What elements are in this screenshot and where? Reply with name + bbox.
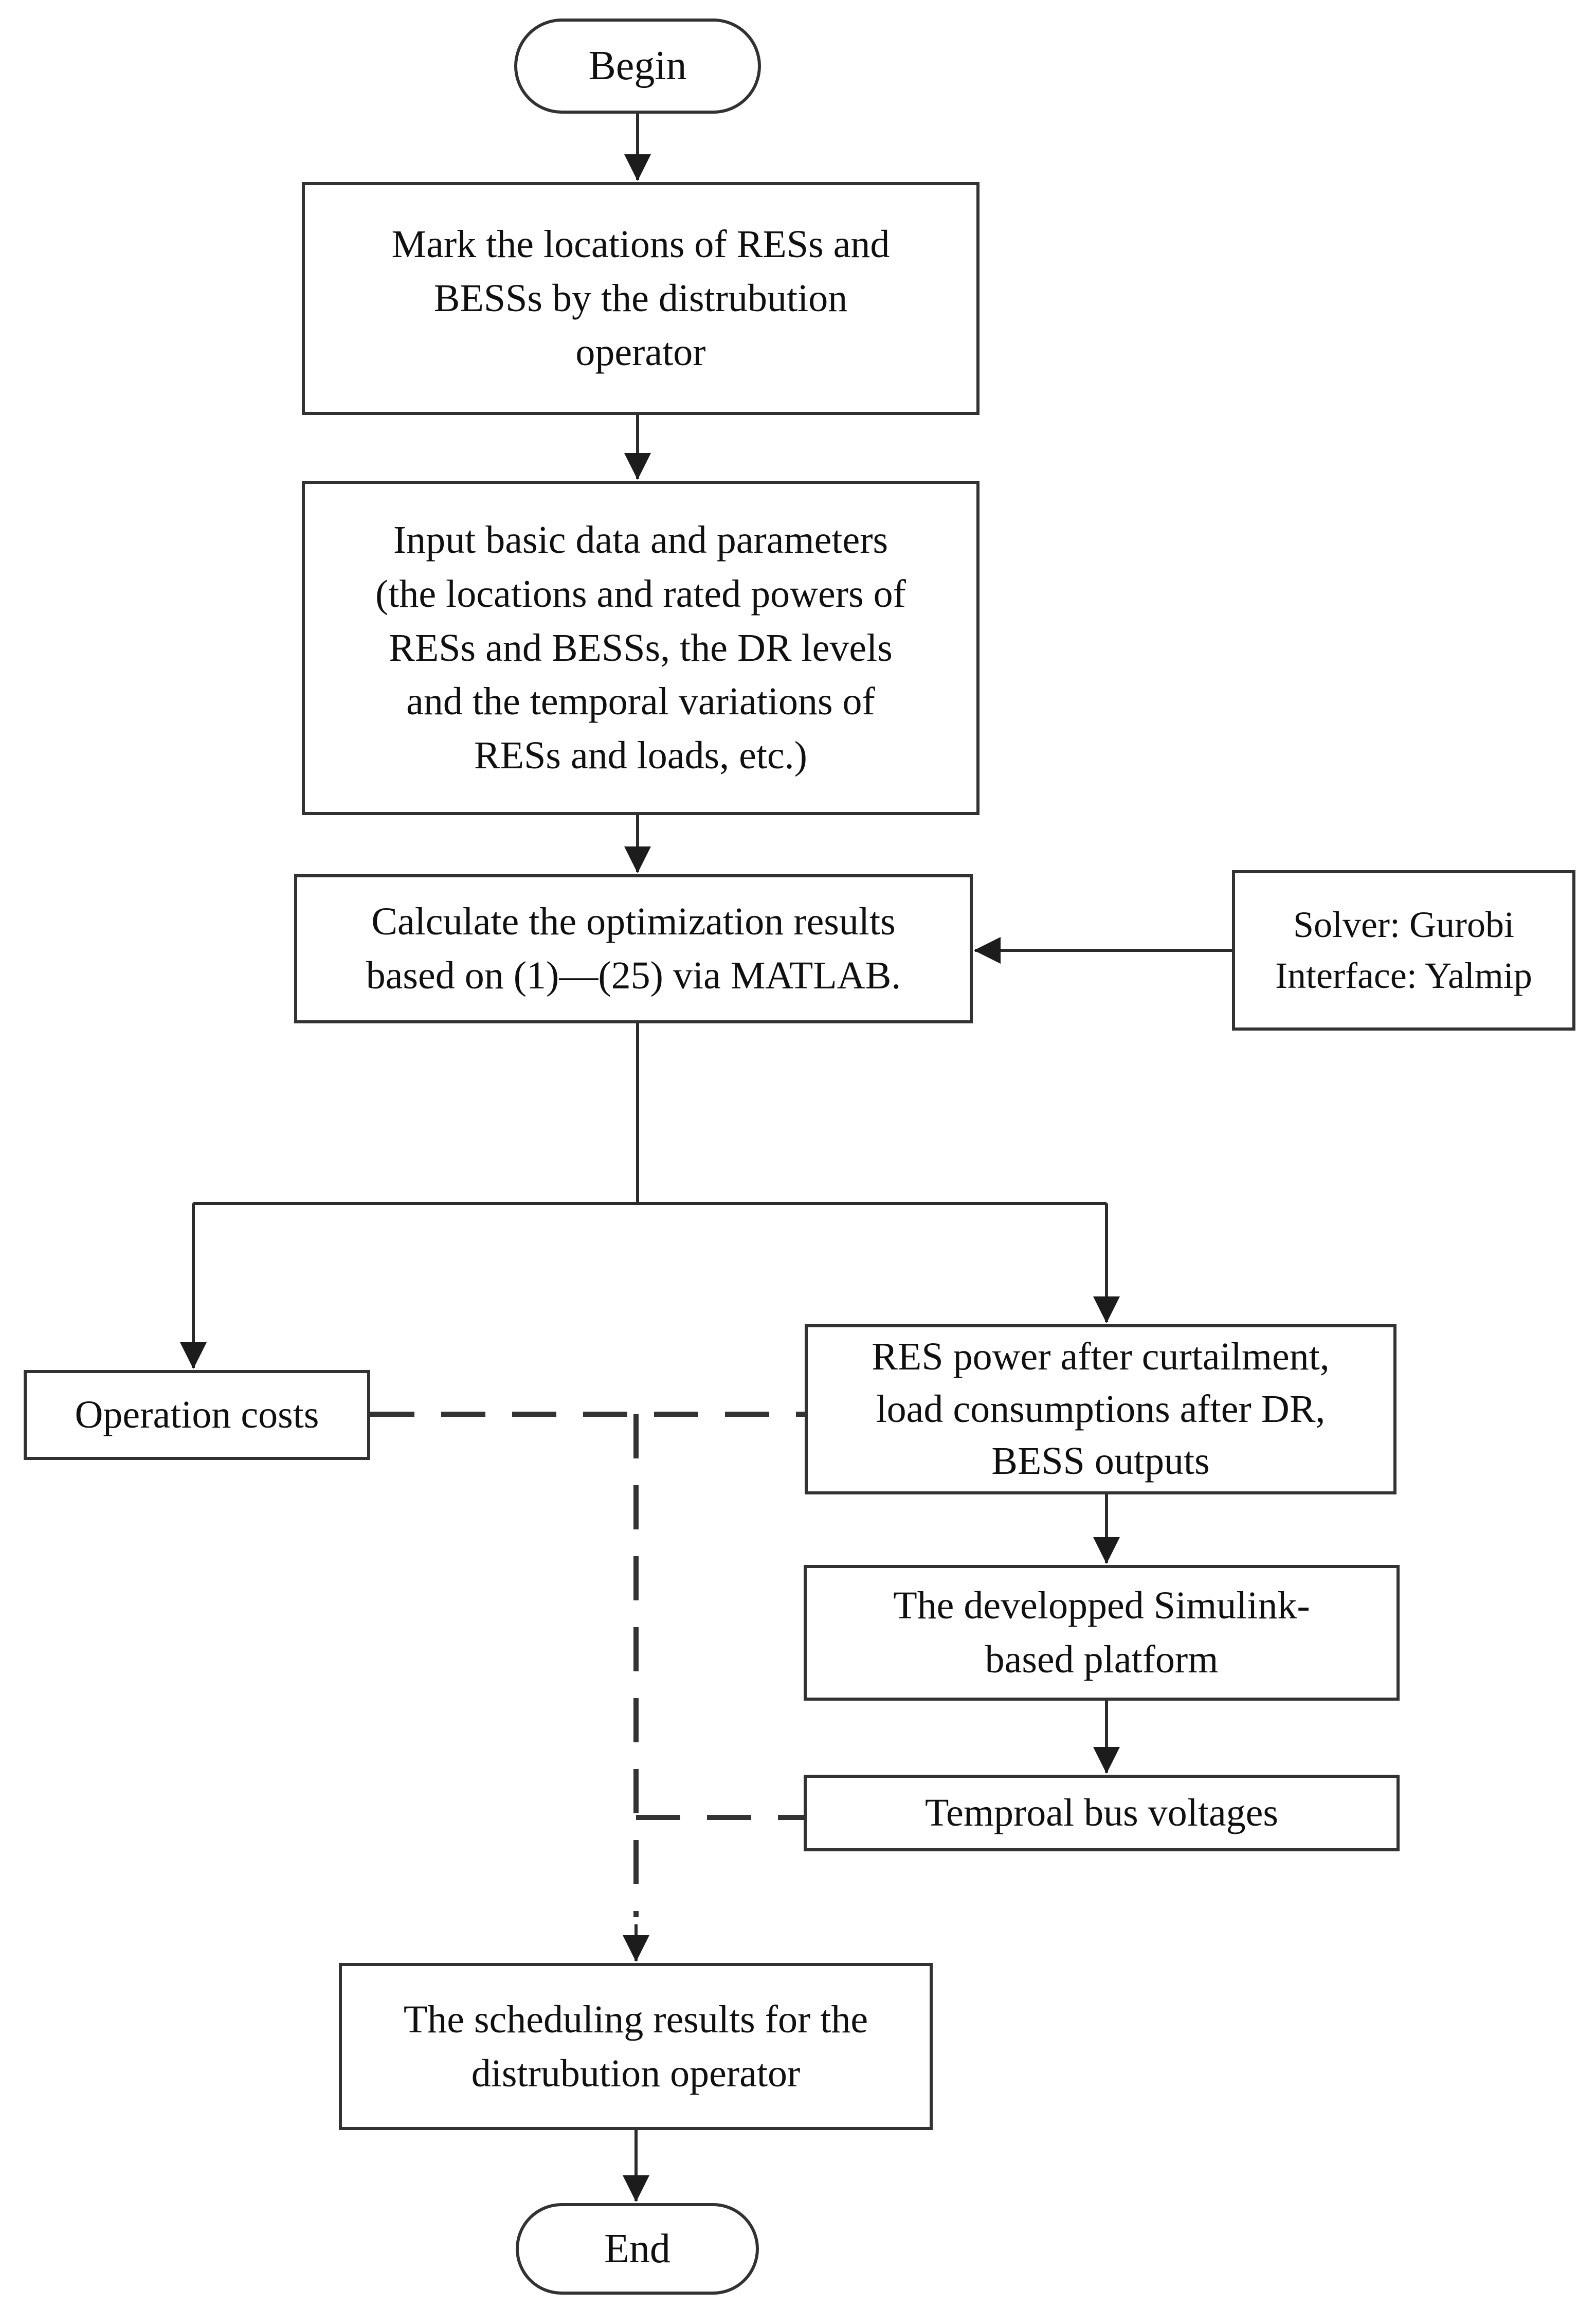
- begin-label: Begin: [588, 43, 687, 89]
- bus-voltages-label: Temproal bus voltages: [925, 1791, 1278, 1835]
- simulink-platform-label: The developped Simulink- based platform: [893, 1584, 1310, 1681]
- input-data-process: Input basic data and parameters (the loc…: [302, 481, 980, 815]
- simulink-platform-process: The developped Simulink- based platform: [804, 1565, 1400, 1701]
- operation-costs-output: Operation costs: [24, 1370, 370, 1460]
- end-label: End: [604, 2226, 670, 2271]
- operation-costs-label: Operation costs: [75, 1393, 319, 1437]
- begin-terminator: Begin: [514, 19, 761, 114]
- calculate-optimization-process: Calculate the optimization results based…: [294, 874, 973, 1023]
- solver-info-box: Solver: Gurobi Interface: Yalmip: [1232, 870, 1575, 1031]
- mark-locations-label: Mark the locations of RESs and BESSs by …: [391, 223, 890, 374]
- bus-voltages-output: Temproal bus voltages: [804, 1775, 1400, 1851]
- calculate-optimization-label: Calculate the optimization results based…: [366, 900, 901, 997]
- end-terminator: End: [516, 2203, 759, 2295]
- input-data-label: Input basic data and parameters (the loc…: [375, 518, 906, 778]
- connector-branch-tee: [193, 1023, 1107, 1205]
- solver-info-label: Solver: Gurobi Interface: Yalmip: [1275, 904, 1532, 996]
- mark-locations-process: Mark the locations of RESs and BESSs by …: [302, 182, 980, 415]
- scheduling-results-output: The scheduling results for the distrubut…: [339, 1963, 933, 2130]
- res-outputs-label: RES power after curtailment, load consum…: [872, 1335, 1330, 1483]
- res-outputs-box: RES power after curtailment, load consum…: [805, 1324, 1396, 1494]
- scheduling-results-label: The scheduling results for the distrubut…: [403, 1997, 868, 2095]
